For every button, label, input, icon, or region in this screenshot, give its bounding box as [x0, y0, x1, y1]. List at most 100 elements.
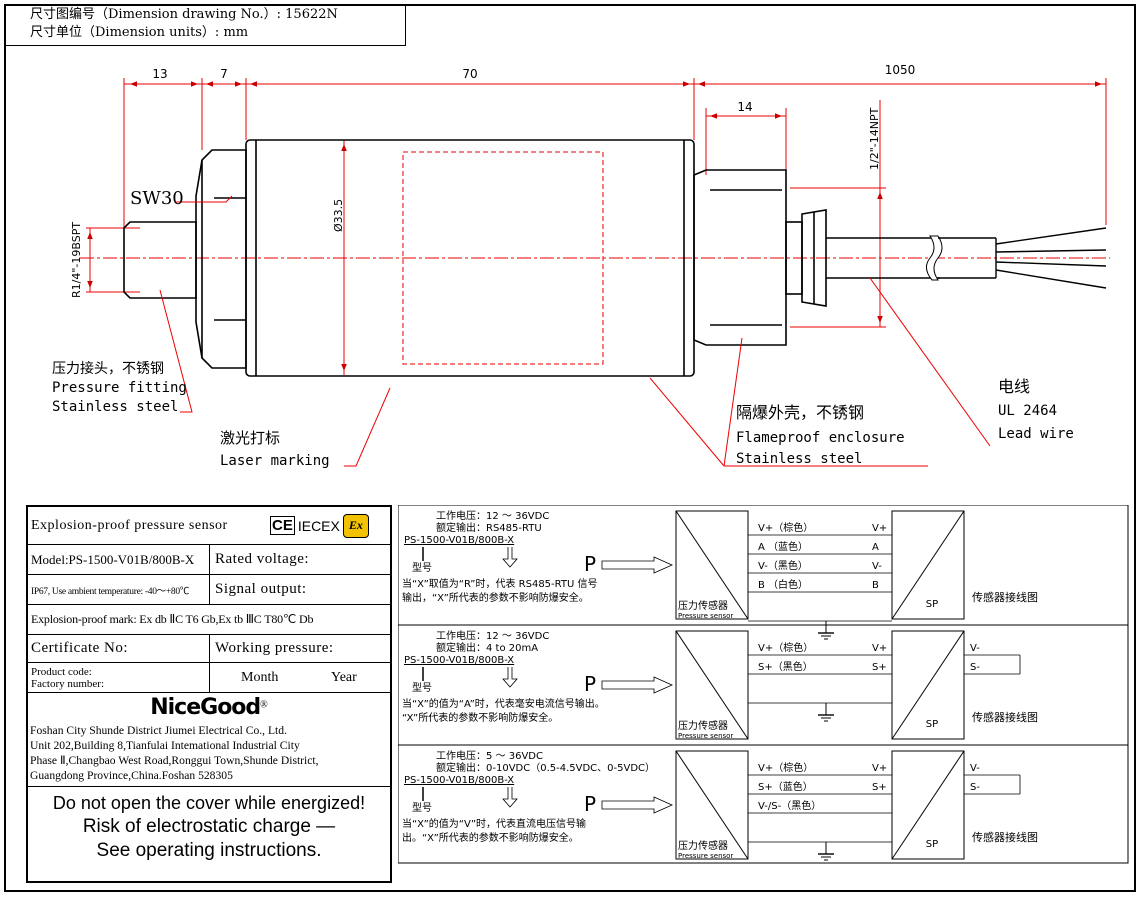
sensor-box — [675, 630, 749, 740]
sp-box — [891, 510, 965, 620]
address-line-1: Foshan City Shunde District Jiumei Elect… — [30, 724, 287, 737]
enclosure-cn: 隔爆外壳，不锈钢 — [736, 403, 864, 422]
sw30-label: SW30 — [130, 188, 184, 209]
diameter-label: Ø33.5 — [332, 199, 345, 232]
sensor-label-cn: 压力传感器 — [678, 839, 728, 852]
wire-label: A （蓝色） — [758, 540, 808, 553]
wire-label: V-/S-（黑色） — [758, 799, 821, 812]
output-label: S- — [970, 782, 980, 793]
wire-terminal: S+ — [872, 662, 887, 673]
thread-npt: 1/2"-14NPT — [868, 107, 881, 170]
sensor-label-cn: 压力传感器 — [678, 719, 728, 732]
plate-row-cert: Certificate No: Working pressure: — [28, 635, 390, 663]
drawing-number: 尺寸图编号（Dimension drawing No.）: 15622N — [30, 7, 338, 22]
nameplate: Explosion-proof pressure sensor CE IECEX… — [26, 505, 392, 883]
dim-13: 13 — [152, 67, 167, 81]
x-arrow-icon — [502, 667, 518, 688]
panel-model: PS-1500-V01B/800B-X — [404, 535, 514, 546]
month-label: Month — [241, 669, 279, 685]
warning-line-2: Risk of electrostatic charge — — [82, 816, 336, 837]
address-line-4: Guangdong Province,China.Foshan 528305 — [30, 769, 233, 782]
dim-70: 70 — [462, 67, 477, 81]
panel-model-cn: 型号 — [412, 681, 432, 694]
panel-note-1: 当“X”的值为“A”时，代表毫安电流信号输出。 — [402, 697, 605, 710]
plate-row-exmark: Explosion-proof mark: Ex db ⅡC T6 Gb,Ex … — [28, 605, 390, 635]
wire-terminal: V- — [872, 561, 882, 572]
panel-model: PS-1500-V01B/800B-X — [404, 775, 514, 786]
sensor-label-en: Pressure sensor — [678, 732, 733, 740]
wire-label: B （白色） — [758, 578, 808, 591]
address-line-3: Phase Ⅱ,Changbao West Road,Ronggui Town,… — [30, 754, 319, 767]
wiring-diagram-label: 传感器接线图 — [972, 590, 1038, 604]
panel-model-cn: 型号 — [412, 561, 432, 574]
plate-row-codes: Product code: Factory number: Month Year — [28, 663, 390, 693]
certificate-label: Certificate No: — [28, 635, 210, 662]
year-label: Year — [331, 669, 357, 685]
wire-label: V+（棕色） — [758, 521, 813, 534]
iecex-mark: IECEX — [297, 517, 340, 534]
product-code-label: Product code: — [31, 665, 92, 678]
sp-label: SP — [926, 839, 938, 850]
pressure-p: P — [584, 552, 596, 576]
warning-line-1: Do not open the cover while energized! — [52, 793, 366, 813]
model-text: Model:PS-1500-V01B/800B-X — [28, 545, 210, 574]
plate-row-company: NiceGood® Foshan City Shunde District Ji… — [28, 693, 390, 787]
sensor-label-cn: 压力传感器 — [678, 599, 728, 612]
codes-cell: Product code: Factory number: — [28, 663, 210, 692]
laser-cn: 激光打标 — [220, 429, 280, 447]
wire-en1: UL 2464 — [998, 403, 1057, 419]
wire-terminal: S+ — [872, 782, 887, 793]
panel-model: PS-1500-V01B/800B-X — [404, 655, 514, 666]
wire-label: V-（黑色） — [758, 559, 808, 572]
panel-output: 额定输出：0-10VDC（0.5-4.5VDC、0-5VDC） — [436, 761, 655, 774]
sensor-box — [675, 750, 749, 860]
sensor-diagonal — [675, 510, 749, 620]
x-arrow-icon — [502, 547, 518, 568]
plate-row-title: Explosion-proof pressure sensor CE IECEX… — [28, 507, 390, 545]
wire-label: V+（棕色） — [758, 641, 813, 654]
sensor-diagonal — [675, 630, 749, 740]
plate-title: Explosion-proof pressure sensor — [31, 517, 228, 533]
warning-line-3: See operating instructions. — [96, 840, 322, 861]
pressure-p: P — [584, 792, 596, 816]
panel-output: 额定输出：RS485-RTU — [436, 521, 542, 534]
wiring-border — [397, 504, 1129, 864]
panel-model-cn: 型号 — [412, 801, 432, 814]
wire-en2: Lead wire — [998, 426, 1074, 442]
wire-label: V+（棕色） — [758, 761, 813, 774]
sp-label: SP — [926, 719, 938, 730]
dim-7: 7 — [220, 67, 228, 81]
address-line-2: Unit 202,Building 8,Tianfulai Intemation… — [30, 739, 300, 752]
ex-mark: Explosion-proof mark: Ex db ⅡC T6 Gb,Ex … — [31, 612, 314, 626]
panel-note-2: “X”所代表的参数不影响防爆安全。 — [402, 711, 558, 724]
brand-logo: NiceGood® — [28, 695, 390, 720]
enclosure-en1: Flameproof enclosure — [736, 430, 905, 446]
wire-terminal: V+ — [872, 643, 887, 654]
sensor-drawing: 13 7 70 1050 14 1/2"-14NPT R1/4"-19BSPT … — [52, 63, 1110, 469]
wiring-diagram-label: 传感器接线图 — [972, 830, 1038, 844]
sensor-label-en: Pressure sensor — [678, 612, 733, 620]
rated-voltage-label: Rated voltage: — [215, 551, 310, 567]
output-label: V- — [970, 643, 980, 654]
fitting-en1: Pressure fitting — [52, 380, 187, 396]
wire-terminal: B — [872, 580, 879, 591]
pressure-arrow-icon — [601, 676, 673, 694]
enclosure-en2: Stainless steel — [736, 451, 862, 467]
laser-marking-area — [402, 151, 604, 365]
dim-1050: 1050 — [885, 63, 916, 77]
sp-diagonal — [891, 510, 965, 620]
sp-box — [891, 630, 965, 740]
brand-name: NiceGood — [150, 695, 261, 720]
panel-note-1: 当“X”的值为“V”时，代表直流电压信号输 — [402, 817, 586, 830]
laser-en: Laser marking — [220, 453, 330, 469]
registered-mark: ® — [260, 699, 268, 711]
ex-hexagon-icon: Ex — [342, 513, 369, 538]
sp-diagonal — [891, 630, 965, 740]
panel-voltage: 工作电压：5 ～ 36VDC — [436, 749, 543, 762]
signal-output-label: Signal output: — [215, 581, 307, 597]
working-pressure-label: Working pressure: — [215, 640, 334, 656]
factory-number-label: Factory number: — [31, 677, 105, 690]
drawing-frame — [4, 4, 1136, 892]
sensor-box — [675, 510, 749, 620]
